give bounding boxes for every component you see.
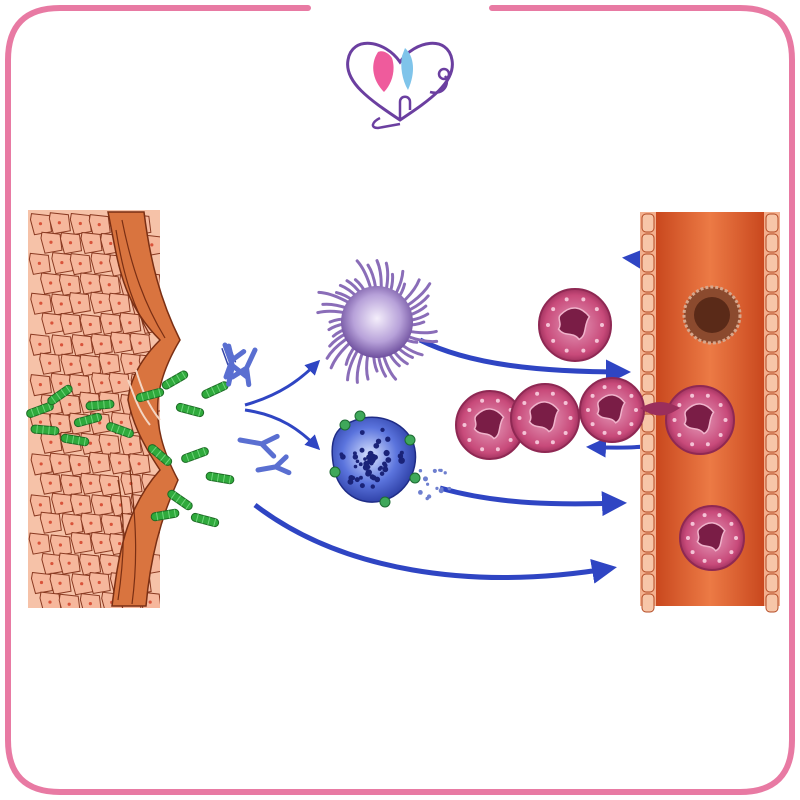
bacterium: [161, 370, 189, 390]
arrow-to-macrophage: [244, 359, 321, 407]
bacterium: [26, 402, 54, 418]
antibody: [237, 433, 280, 459]
neutrophil: [679, 505, 745, 571]
bacterium: [135, 387, 165, 403]
activated-cell: [682, 285, 742, 345]
mast-cell-receptors: [329, 410, 421, 508]
bacterium: [190, 512, 220, 528]
bacterium: [47, 384, 73, 406]
neutrophil: [579, 377, 645, 443]
bacterium: [73, 412, 103, 428]
bacteria-cluster: [26, 370, 235, 528]
arrow-mast-to-vessel: [439, 485, 627, 517]
arrow-macrophage-to-vessel: [418, 337, 631, 385]
antibodies: [221, 342, 292, 476]
bacterium: [150, 508, 180, 522]
bacterium: [181, 447, 209, 463]
mast-cell-granules: [339, 427, 452, 501]
macrophage: [316, 259, 439, 384]
bacterium: [30, 424, 60, 436]
mast-cell: [329, 410, 452, 508]
bacterium: [85, 399, 115, 411]
heart-stethoscope-logo: [346, 41, 454, 130]
neutrophil: [455, 390, 525, 460]
antibody: [229, 347, 258, 388]
neutrophil: [510, 383, 580, 453]
antibody: [223, 343, 247, 380]
frame-border: [5, 5, 795, 795]
bacterium: [175, 402, 205, 418]
antibody: [255, 454, 292, 476]
bacterium: [106, 422, 134, 438]
arrows: [244, 249, 715, 584]
arrow-tissue-to-vessel: [253, 503, 617, 584]
bacterium: [167, 489, 193, 511]
bacterium: [205, 471, 235, 485]
bacterium: [201, 381, 229, 399]
neutrophils: [455, 288, 745, 571]
skin-tissue: [28, 210, 181, 608]
bacterium: [60, 433, 90, 447]
neutrophil: [538, 288, 612, 362]
bacterium: [147, 444, 173, 466]
arrow-to-mast-cell: [244, 408, 321, 451]
tissue-fiber-layer: [107, 211, 181, 607]
diapedesis-bridge: [640, 402, 680, 416]
vessel-endothelium: [641, 213, 779, 613]
neutrophil: [665, 385, 735, 455]
